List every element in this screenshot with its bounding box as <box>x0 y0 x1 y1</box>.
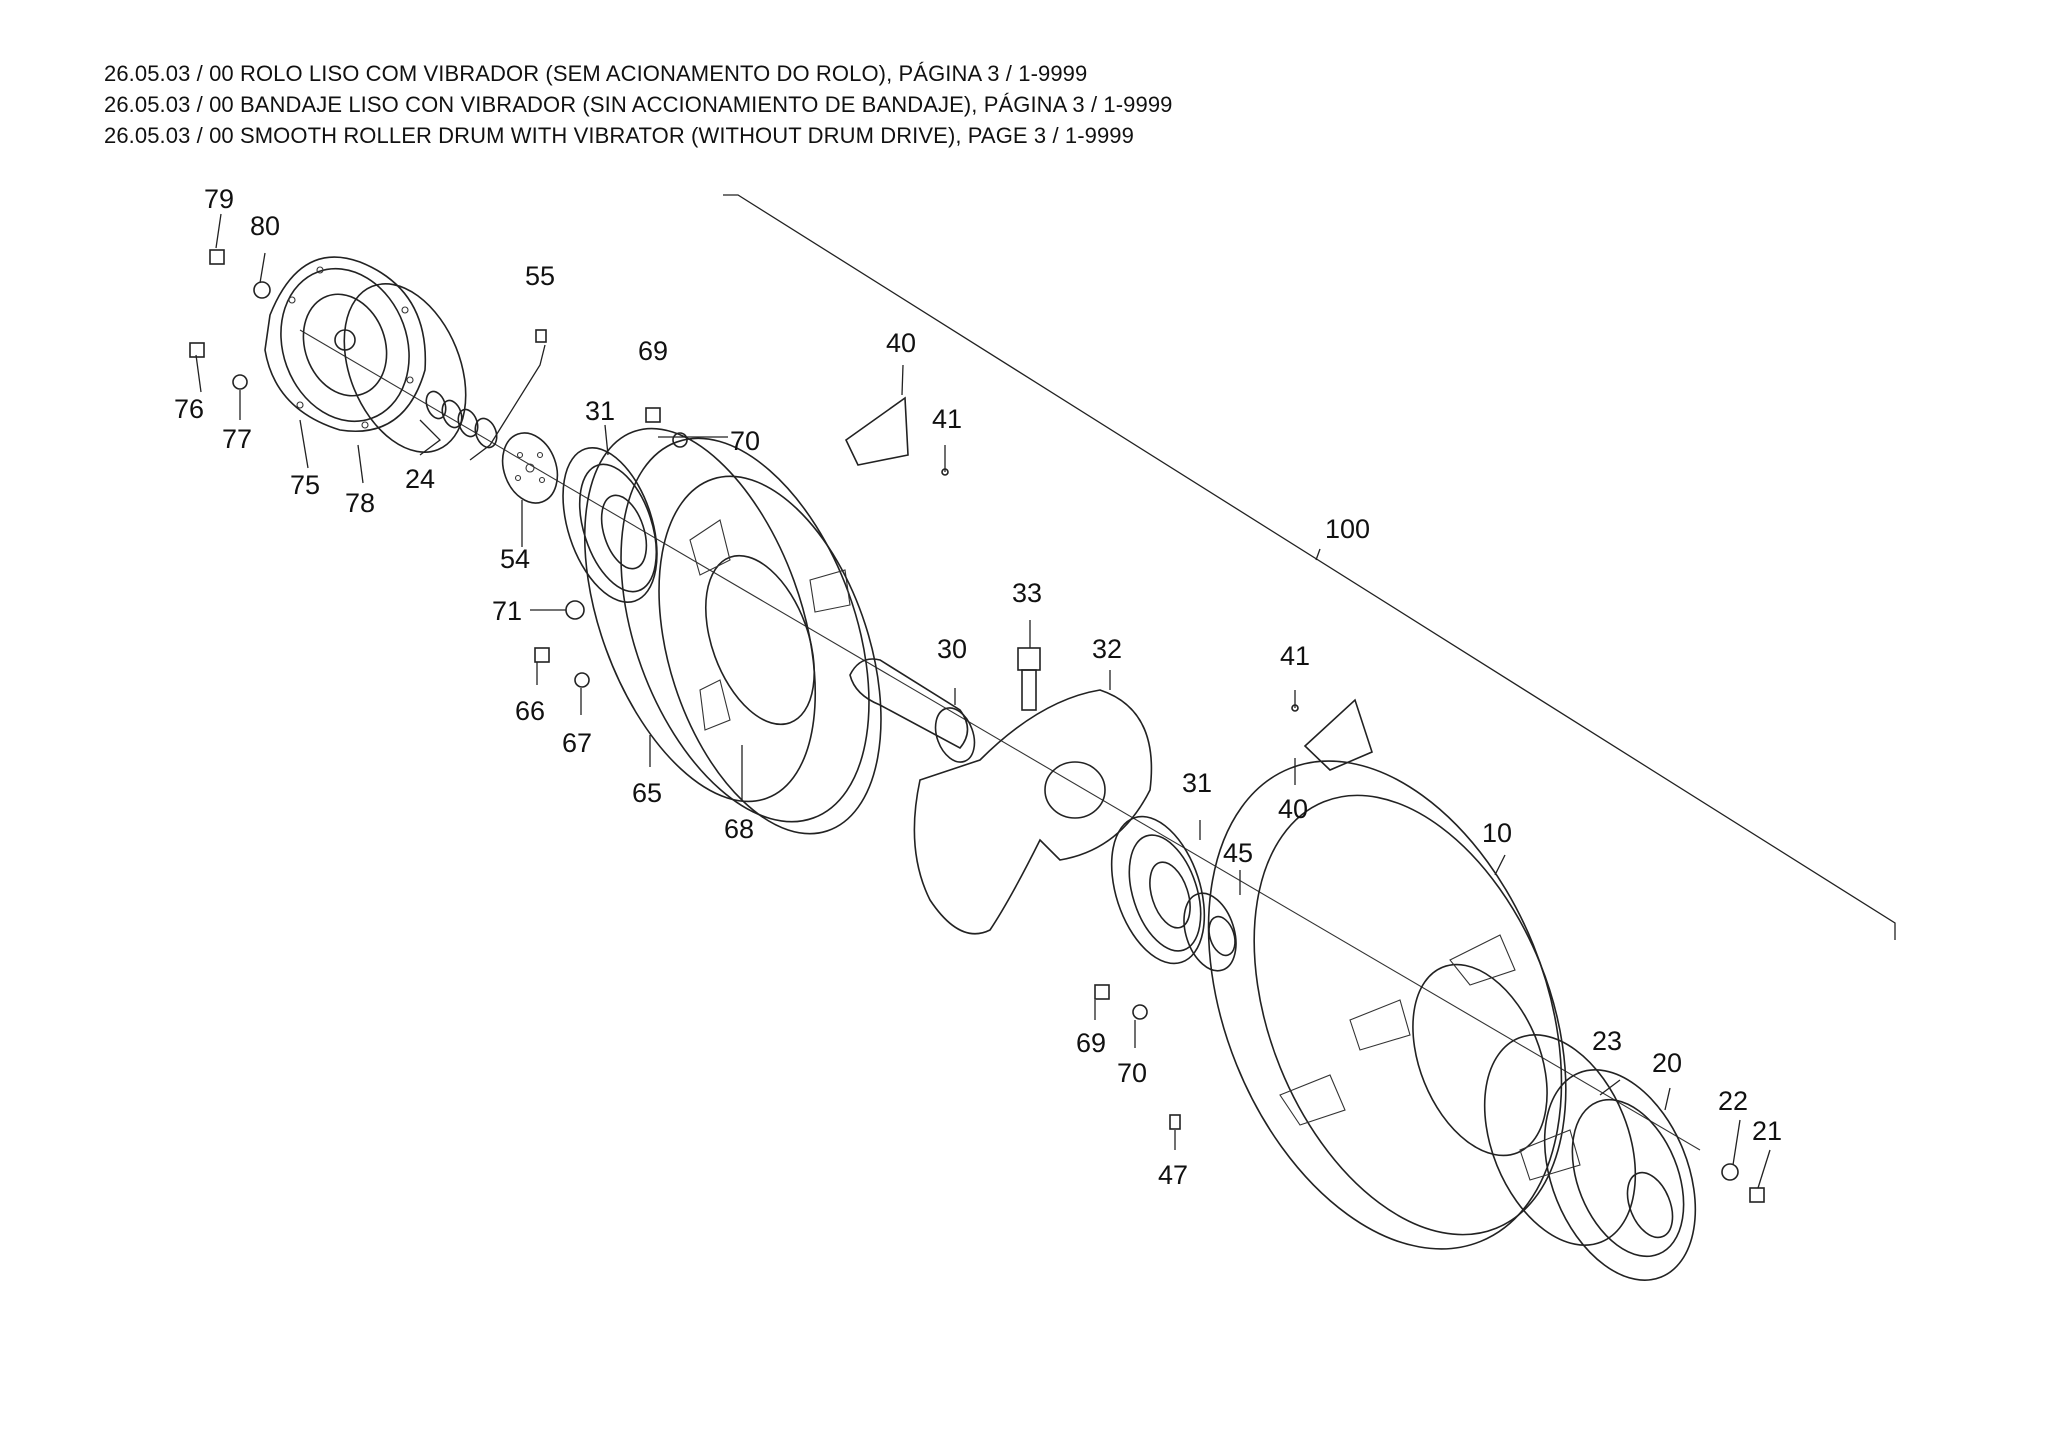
bearing-31-upper <box>562 447 658 603</box>
callout-70-lower: 70 <box>1117 1058 1147 1088</box>
callout-70-upper: 70 <box>730 426 760 456</box>
disc-54 <box>501 432 559 504</box>
callouts: 79 80 76 77 75 78 24 55 54 31 69 70 40 4… <box>174 184 1782 1190</box>
callout-20: 20 <box>1652 1048 1682 1078</box>
callout-41-upper: 41 <box>932 404 962 434</box>
callout-79: 79 <box>204 184 234 214</box>
callout-41-lower: 41 <box>1280 641 1310 671</box>
callout-65: 65 <box>632 778 662 808</box>
callout-54: 54 <box>500 544 530 574</box>
seal-rings-24 <box>425 390 498 449</box>
callout-55: 55 <box>525 261 555 291</box>
callout-68: 68 <box>724 814 754 844</box>
callout-71: 71 <box>492 596 522 626</box>
title-line-pt: 26.05.03 / 00 ROLO LISO COM VIBRADOR (SE… <box>104 61 1088 86</box>
callout-32: 32 <box>1092 634 1122 664</box>
callout-22: 22 <box>1718 1086 1748 1116</box>
center-axis <box>299 329 1701 1151</box>
assembly-bracket-100 <box>723 194 1896 940</box>
callout-76: 76 <box>174 394 204 424</box>
callout-80: 80 <box>250 211 280 241</box>
title-line-en: 26.05.03 / 00 SMOOTH ROLLER DRUM WITH VI… <box>104 123 1134 148</box>
callout-31-upper: 31 <box>585 396 615 426</box>
ring-68 <box>658 475 882 835</box>
o-ring-23 <box>1483 1034 1637 1246</box>
drum-housing-10 <box>1207 760 1581 1250</box>
bearing-31-lower <box>1110 815 1206 965</box>
bolt-33 <box>1017 647 1041 711</box>
callout-10: 10 <box>1482 818 1512 848</box>
housing-65 <box>583 427 870 823</box>
callout-23: 23 <box>1592 1026 1622 1056</box>
eccentric-weight-32 <box>913 689 1153 935</box>
callout-33: 33 <box>1012 578 1042 608</box>
callout-40-lower: 40 <box>1278 794 1308 824</box>
callout-21: 21 <box>1752 1116 1782 1146</box>
plate-40-upper <box>844 396 909 466</box>
callout-47: 47 <box>1158 1160 1188 1190</box>
title-line-es: 26.05.03 / 00 BANDAJE LISO CON VIBRADOR … <box>104 92 1173 117</box>
callout-66: 66 <box>515 696 545 726</box>
callout-77: 77 <box>222 424 252 454</box>
title-block: 26.05.03 / 00 ROLO LISO COM VIBRADOR (SE… <box>104 58 1173 151</box>
callout-78: 78 <box>345 488 375 518</box>
fasteners <box>189 249 1765 1203</box>
callout-100: 100 <box>1325 514 1370 544</box>
callout-40-upper: 40 <box>886 328 916 358</box>
hub-45 <box>1183 892 1237 972</box>
leader-lines <box>195 213 1771 1189</box>
shaft-30 <box>849 658 976 763</box>
callout-30: 30 <box>937 634 967 664</box>
callout-69-lower: 69 <box>1076 1028 1106 1058</box>
callout-31-lower: 31 <box>1182 768 1212 798</box>
callout-75: 75 <box>290 470 320 500</box>
o-ring-78 <box>343 283 467 453</box>
callout-67: 67 <box>562 728 592 758</box>
callout-69-upper: 69 <box>638 336 668 366</box>
cover-20 <box>1543 1069 1697 1281</box>
callout-24: 24 <box>405 464 435 494</box>
callout-45: 45 <box>1223 838 1253 868</box>
plate-40-lower <box>1303 698 1373 771</box>
